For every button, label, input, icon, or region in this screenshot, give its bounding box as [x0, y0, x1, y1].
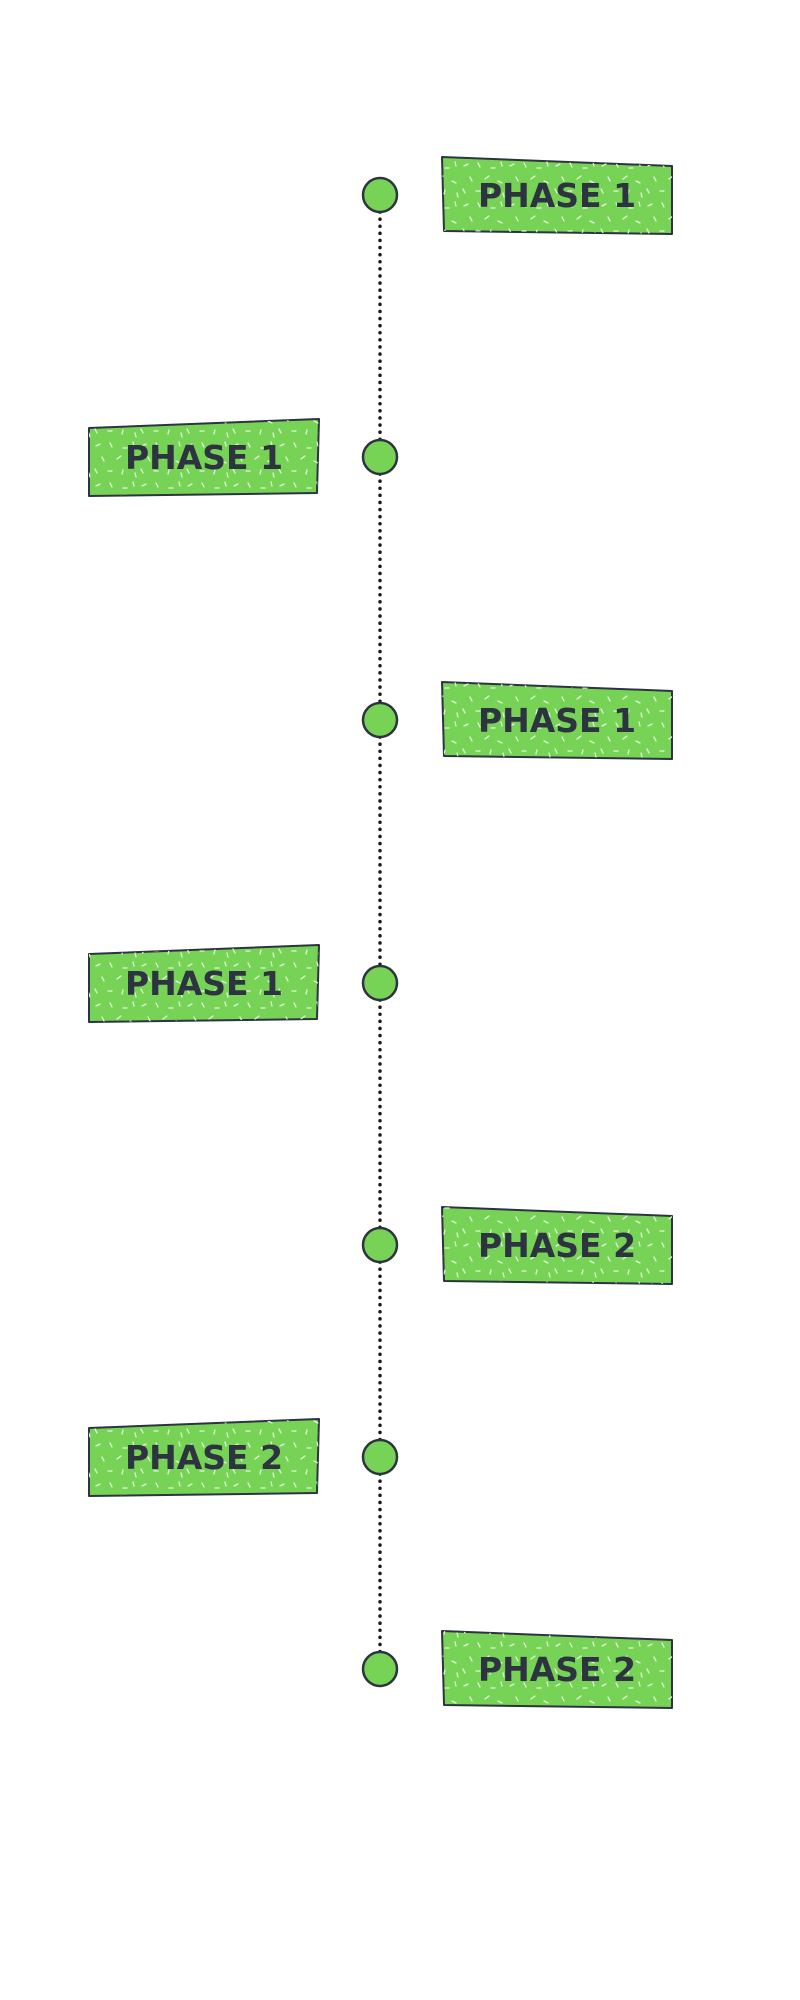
timeline-item: PHASE 1: [88, 944, 399, 1023]
label-texture: [89, 1419, 319, 1496]
timeline-node: [361, 438, 399, 476]
timeline-items: PHASE 1 PHASE 1 PHASE 1 PHASE 1 PHASE 2 PHASE…: [88, 156, 673, 1709]
timeline-item: PHASE 1: [88, 418, 399, 497]
label-texture: [442, 1631, 672, 1708]
timeline-node: [361, 1226, 399, 1264]
timeline-node: [361, 1650, 399, 1688]
timeline-node: [361, 701, 399, 739]
phase-label: PHASE 1: [478, 701, 636, 740]
timeline-node: [361, 1438, 399, 1476]
timeline-item: PHASE 2: [88, 1418, 399, 1497]
phase-label: PHASE 2: [478, 1226, 636, 1265]
phase-label: PHASE 2: [478, 1650, 636, 1689]
phase-label: PHASE 1: [125, 964, 283, 1003]
timeline-node: [361, 176, 399, 214]
phase-label: PHASE 1: [478, 176, 636, 215]
timeline-item: PHASE 2: [361, 1630, 673, 1709]
phase-label: PHASE 1: [125, 438, 283, 477]
label-texture: [442, 157, 672, 234]
timeline-node: [361, 964, 399, 1002]
timeline-item: PHASE 1: [361, 156, 673, 235]
label-texture: [442, 682, 672, 759]
timeline-item: PHASE 2: [361, 1206, 673, 1285]
phase-label: PHASE 2: [125, 1438, 283, 1477]
label-texture: [89, 419, 319, 496]
label-texture: [89, 945, 319, 1022]
label-texture: [442, 1207, 672, 1284]
timeline-item: PHASE 1: [361, 681, 673, 760]
